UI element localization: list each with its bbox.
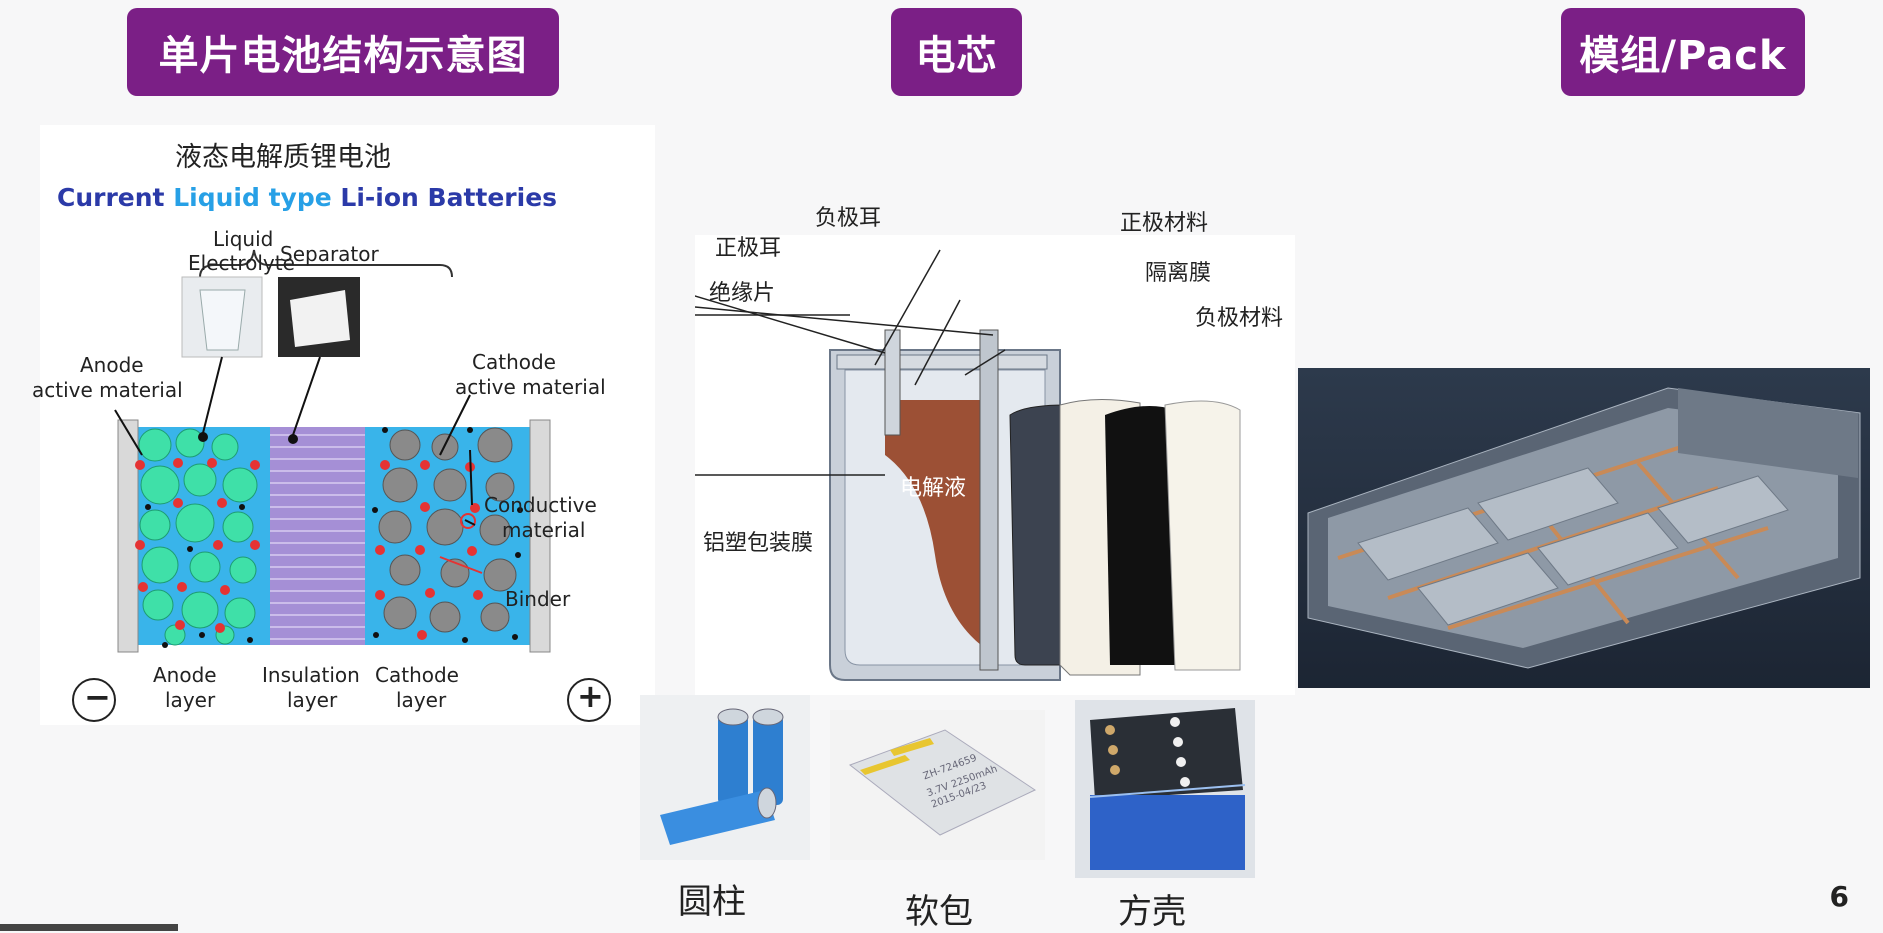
label-cathode-2: active material: [455, 375, 606, 399]
pack-illustration: [1307, 387, 1861, 669]
positive-tab: [884, 329, 901, 436]
anode-sheet: [1105, 406, 1175, 665]
label-insulation-2: layer: [287, 688, 338, 712]
binder-pointer: [439, 556, 483, 574]
plus-terminal: [567, 678, 611, 722]
liquid-battery-diagram: 液态电解质锂电池 Current Liquid type Li-ion Batt…: [32, 125, 655, 725]
pouch-cell: [848, 729, 1037, 836]
cylinder-cells: [660, 708, 784, 845]
label-cathode-layer-2: layer: [396, 688, 447, 712]
label-anode-layer-2: layer: [165, 688, 216, 712]
cup-shape: [199, 289, 246, 351]
plus-sign: +: [577, 677, 604, 715]
cylinder-cell-photo: [640, 695, 810, 860]
roll-shape: [290, 290, 350, 347]
label-anode-2: active material: [32, 378, 183, 402]
label-pouch: 软包: [905, 892, 973, 932]
diagram-title-en: Current Liquid type Li-ion Batteries: [57, 183, 558, 212]
prismatic-cells: [1089, 708, 1246, 870]
label-pouch-film: 铝塑包装膜: [703, 531, 814, 556]
minus-terminal: [72, 678, 116, 722]
label-cathode-layer-1: Cathode: [375, 663, 459, 687]
cathode-particles: [378, 427, 517, 633]
label-neg-material: 负极材料: [1195, 306, 1284, 331]
separator-stripes: [270, 434, 365, 640]
header-left: 单片电池结构示意图: [127, 8, 559, 96]
page-number: 6: [1829, 880, 1849, 913]
minus-sign: −: [84, 678, 111, 716]
label-anode-1: Anode: [80, 353, 144, 377]
label-cylinder: 圆柱: [678, 882, 746, 922]
binder-ring: [460, 513, 476, 529]
label-binder: Binder: [505, 587, 571, 611]
insulator-strip: [836, 354, 1048, 370]
negative-tab: [979, 329, 999, 671]
prismatic-cell-photo: [1075, 700, 1255, 878]
label-prismatic: 方壳: [1118, 892, 1186, 932]
label-electrolyte-cn: 电解液: [900, 476, 967, 501]
conductive-dots: [145, 427, 523, 648]
binder-dots: [135, 458, 483, 640]
label-cathode-1: Cathode: [472, 350, 556, 374]
cell-exploded-view: [695, 249, 1241, 681]
label-insulator: 绝缘片: [709, 281, 776, 306]
separator-layer: [270, 427, 365, 645]
label-anode-layer-1: Anode: [153, 663, 217, 687]
header-center: 电芯: [891, 8, 1022, 96]
diagram-title-cn: 液态电解质锂电池: [175, 142, 391, 173]
cell-diagram: 负极耳 正极耳 绝缘片 正极材料 隔离膜 负极材料 电解液 铝塑包装膜: [695, 206, 1295, 695]
pointer-lines: [114, 356, 476, 526]
electrolyte-region: [885, 400, 995, 655]
label-electrolyte: Electrolyte: [188, 251, 295, 275]
label-separator-cn: 隔离膜: [1145, 261, 1212, 286]
label-pos-tab: 正极耳: [715, 236, 782, 261]
label-pos-material: 正极材料: [1120, 211, 1209, 236]
label-insulation-1: Insulation: [262, 663, 360, 687]
battery-pack-photo: [1298, 368, 1870, 688]
pouch-cell-photo: ZH-724659 3.7V 2250mAh 2015-04/23: [830, 710, 1045, 860]
header-right: 模组/Pack: [1561, 8, 1805, 96]
label-conductive-2: material: [502, 518, 586, 542]
back-sheet: [1164, 400, 1241, 671]
label-conductive-1: Conductive: [484, 493, 597, 517]
label-liquid: Liquid: [213, 227, 274, 251]
battery-cross-section: [72, 249, 611, 722]
anode-particles: [138, 428, 258, 646]
label-neg-tab: 负极耳: [815, 206, 882, 231]
bottom-bar: [0, 924, 178, 931]
cell-pointer-lines: [695, 249, 1006, 476]
cathode-sheet: [1009, 404, 1066, 666]
label-separator: Separator: [280, 242, 379, 266]
cathode-collector: [529, 419, 551, 653]
anode-collector: [117, 419, 139, 653]
brace-mark: [199, 249, 453, 278]
